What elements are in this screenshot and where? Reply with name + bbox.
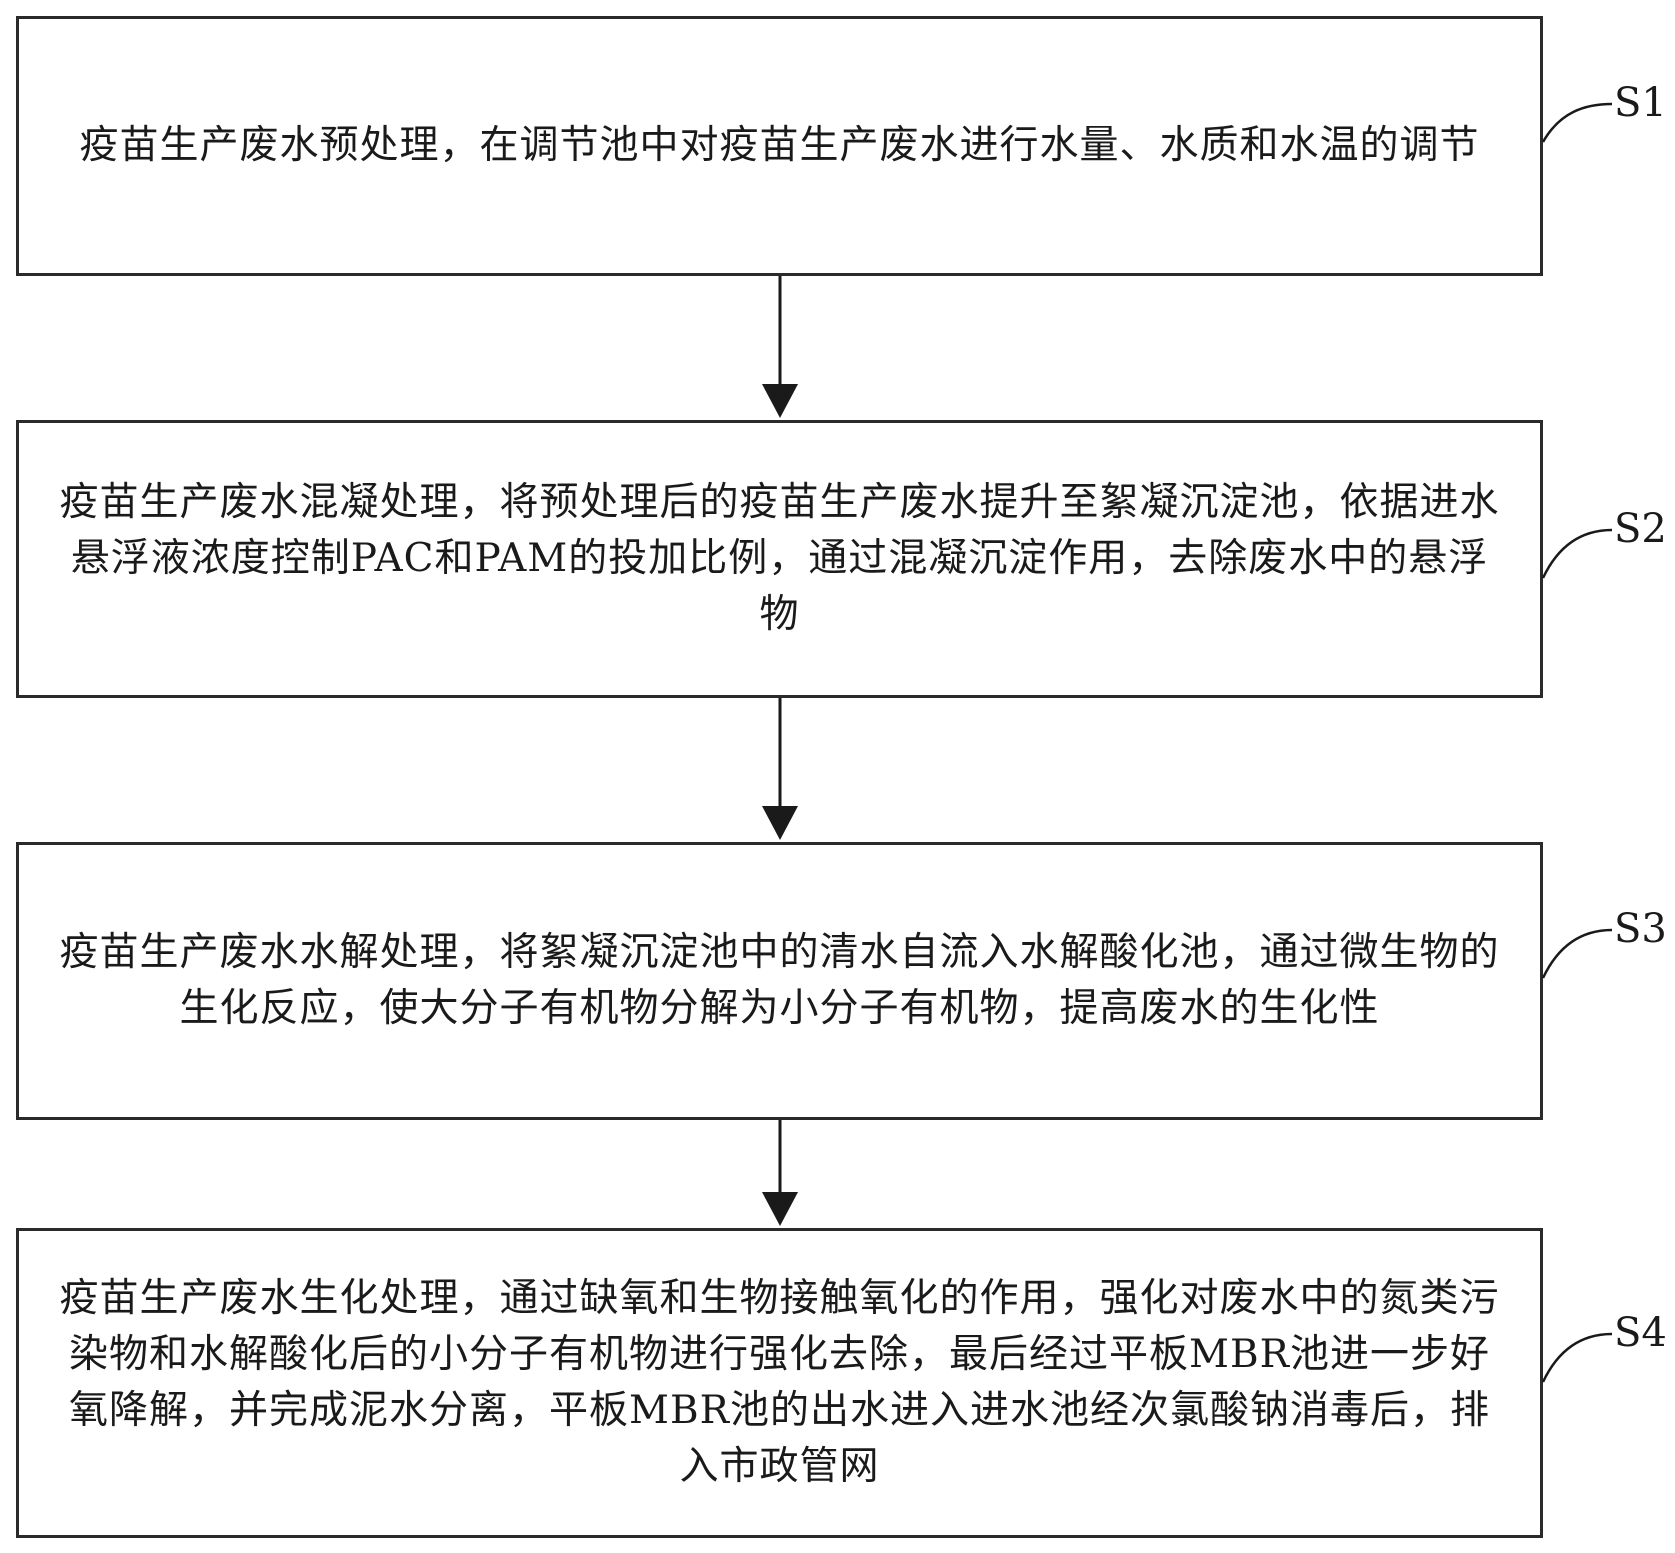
- step-text-s2: 疫苗生产废水混凝处理，将预处理后的疫苗生产废水提升至絮凝沉淀池，依据进水悬浮液浓…: [59, 480, 1500, 637]
- leader-curve-s1: [1541, 102, 1613, 143]
- step-box-s3: 疫苗生产废水水解处理，将絮凝沉淀池中的清水自流入水解酸化池，通过微生物的生化反应…: [16, 842, 1543, 1120]
- step-text-s3: 疫苗生产废水水解处理，将絮凝沉淀池中的清水自流入水解酸化池，通过微生物的生化反应…: [59, 930, 1500, 1031]
- step-text-s1: 疫苗生产废水预处理，在调节池中对疫苗生产废水进行水量、水质和水温的调节: [79, 123, 1480, 168]
- step-label-s4: S4: [1614, 1310, 1667, 1356]
- leader-curve-s3: [1541, 928, 1613, 979]
- leader-curve-s2: [1541, 528, 1613, 579]
- step-text-s4: 疫苗生产废水生化处理，通过缺氧和生物接触氧化的作用，强化对废水中的氮类污染物和水…: [59, 1276, 1500, 1489]
- flow-arrow-s3-s4: [762, 1120, 798, 1226]
- step-label-s1: S1: [1614, 80, 1667, 126]
- flow-arrow-s1-s2: [762, 276, 798, 418]
- step-label-s3: S3: [1614, 906, 1667, 952]
- step-box-s1: 疫苗生产废水预处理，在调节池中对疫苗生产废水进行水量、水质和水温的调节: [16, 16, 1543, 276]
- step-box-s2: 疫苗生产废水混凝处理，将预处理后的疫苗生产废水提升至絮凝沉淀池，依据进水悬浮液浓…: [16, 420, 1543, 698]
- step-box-s4: 疫苗生产废水生化处理，通过缺氧和生物接触氧化的作用，强化对废水中的氮类污染物和水…: [16, 1228, 1543, 1538]
- leader-curve-s4: [1541, 1332, 1613, 1383]
- flow-arrow-s2-s3: [762, 698, 798, 840]
- step-label-s2: S2: [1614, 506, 1667, 552]
